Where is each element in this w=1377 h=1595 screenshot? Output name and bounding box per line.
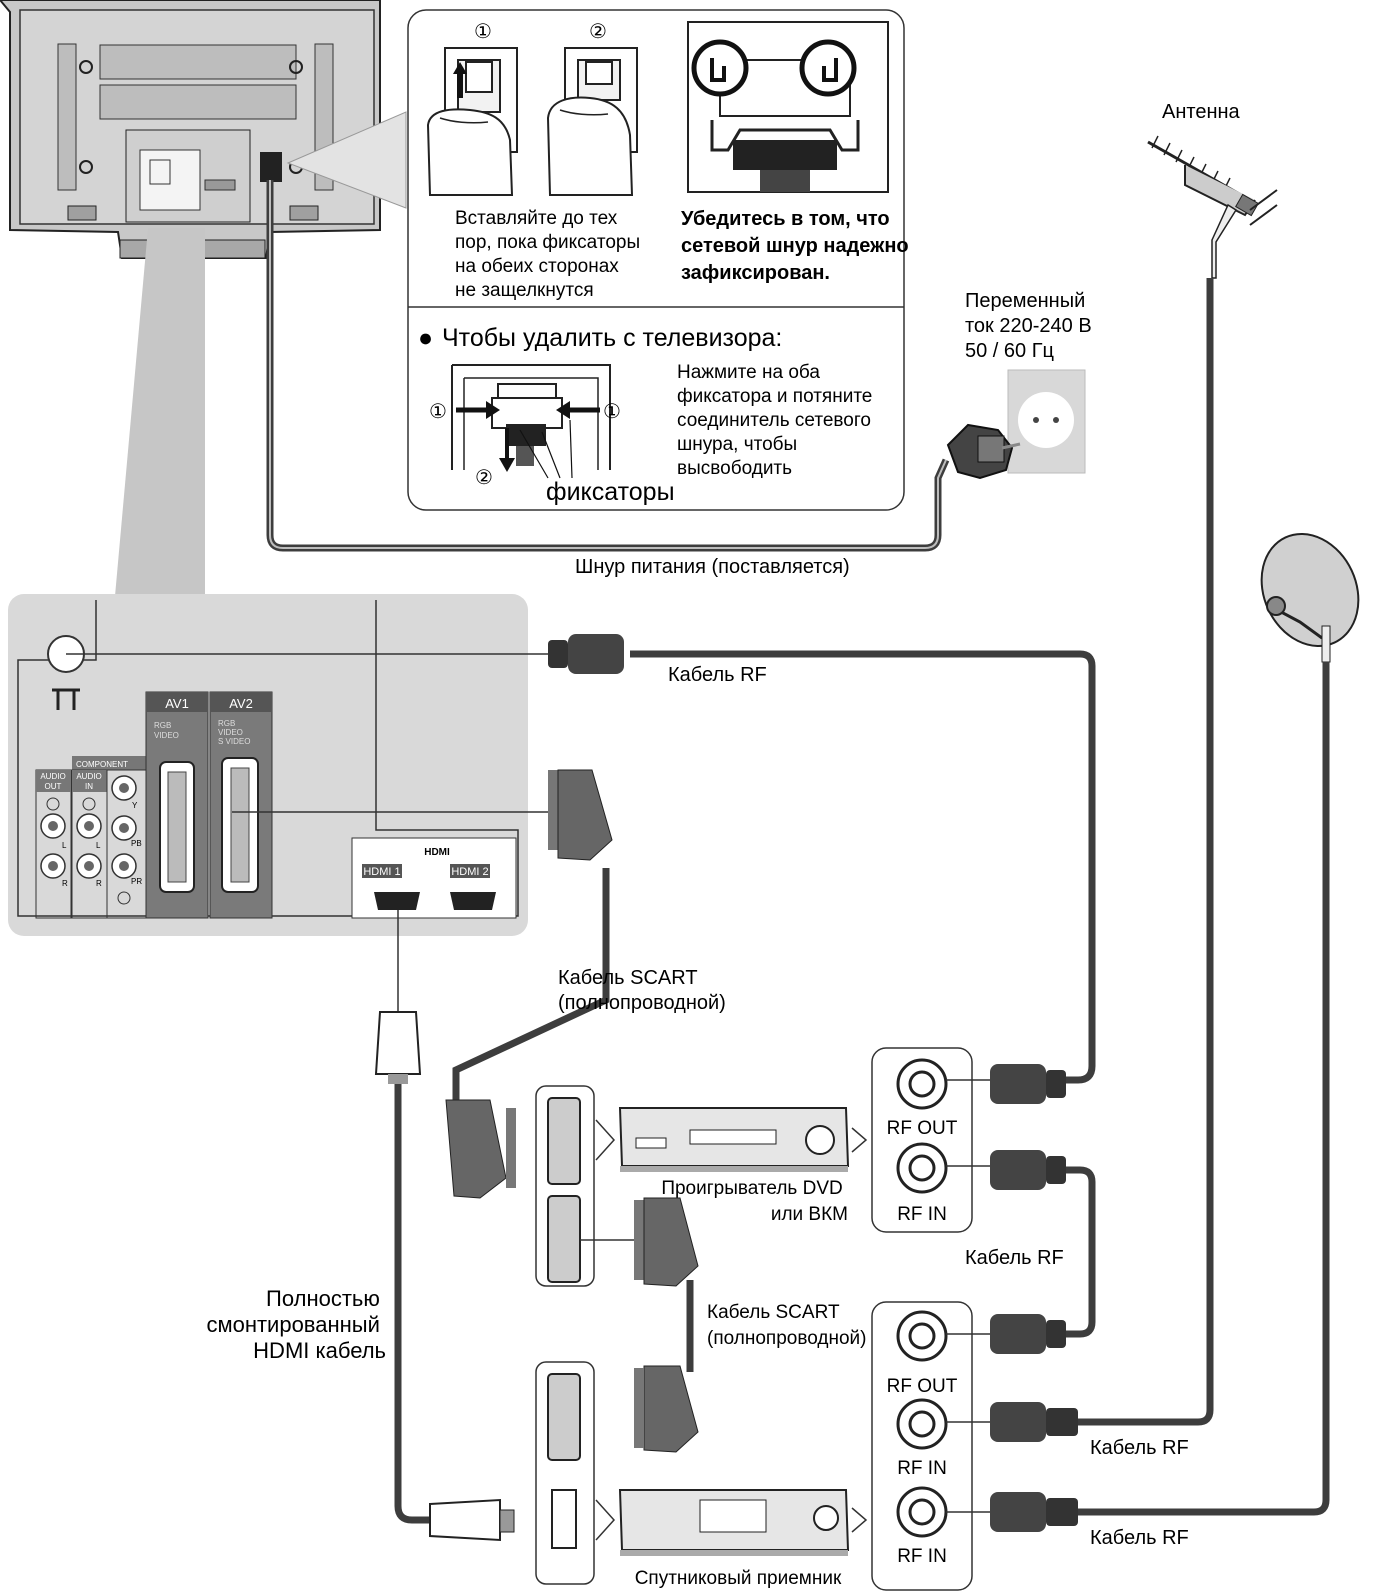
dvd-socket-panel <box>535 1085 616 1287</box>
antenna-label: Антенна <box>1162 101 1241 123</box>
rf-in-1-label: RF IN <box>897 1204 947 1225</box>
comp-y: Y <box>132 801 138 810</box>
secure-note: Убедитесь в том, что сетевой шнур надежн… <box>681 208 914 284</box>
remove-note: Нажмите на оба фиксатора и потяните соед… <box>677 362 878 479</box>
sat-socket-panel <box>535 1361 616 1585</box>
sat-rf-panel <box>871 1301 990 1591</box>
hdmi-cable <box>394 1084 430 1524</box>
hdmi-cable-label: Полностью смонтированный HDMI кабель <box>206 1286 386 1363</box>
av1-label: AV1 <box>165 696 189 711</box>
rf-cable-top-label: Кабель RF <box>668 664 767 686</box>
comp-pr: PR <box>131 877 142 886</box>
scart-plug-sat <box>634 1365 699 1453</box>
component-label: COMPONENT <box>76 760 128 769</box>
hdmi-logo: HDMI <box>424 847 450 858</box>
remove-title: Чтобы удалить с телевизора: <box>442 324 782 352</box>
dvd-player-illustration <box>618 1107 850 1172</box>
scart-cable-top-label: Кабель SCART (полнопроводной) <box>558 967 726 1014</box>
satellite-dish-illustration <box>1260 532 1360 663</box>
comp-pb: PB <box>131 839 142 848</box>
av2-video: VIDEO <box>218 728 243 737</box>
hdmi2-socket <box>450 892 496 910</box>
av1-video: VIDEO <box>154 731 179 740</box>
antenna-terminal-icon <box>52 688 80 710</box>
power-cord-label: Шнур питания (поставляется) <box>575 556 850 578</box>
power-plug <box>946 423 1021 480</box>
audio-in-label-2: IN <box>85 782 93 791</box>
rf-plug-dvd-in <box>990 1150 1066 1190</box>
rf-in-2-label: RF IN <box>897 1458 947 1479</box>
hdmi1-label: HDMI 1 <box>363 866 400 878</box>
remove-connector-illustration <box>451 364 611 479</box>
rf-plug-tv <box>548 634 624 674</box>
remove-bullet: ● <box>418 324 433 352</box>
rf-plug-sat-in-antenna <box>990 1402 1078 1442</box>
insert-note: Вставляйте до тех пор, пока фиксаторы на… <box>455 208 645 301</box>
av2-rgb: RGB <box>218 719 235 728</box>
audio-in-r: R <box>96 879 102 888</box>
audio-out-l: L <box>62 841 67 850</box>
scart-cable-mid-label: Кабель SCART (полнопроводной) <box>707 1302 866 1349</box>
av2-label: AV2 <box>229 696 253 711</box>
hdmi-plug-sat <box>429 1498 515 1542</box>
step1-hand-illustration <box>426 47 518 196</box>
sat-receiver-illustration <box>618 1489 850 1556</box>
tv-back-view <box>0 0 381 259</box>
rf-cable-ant-label: Кабель RF <box>1090 1437 1189 1459</box>
rf-cable-top <box>630 650 1096 1084</box>
step1-number: ① <box>474 21 492 43</box>
rf-out-1-label: RF OUT <box>887 1118 958 1139</box>
av2-svideo: S VIDEO <box>218 737 250 746</box>
remove-step1-right: ① <box>603 401 621 423</box>
scart-cable-top <box>452 868 610 1102</box>
audio-in-label-1: AUDIO <box>76 772 101 781</box>
rf-plug-dvd-out <box>990 1064 1066 1104</box>
rf-plug-sat-out <box>990 1314 1066 1354</box>
scart-plug-tv <box>548 769 613 861</box>
power-cord-callout: ① ② <box>407 9 914 511</box>
hdmi2-label: HDMI 2 <box>451 866 488 878</box>
rf-cable-sat-label: Кабель RF <box>1090 1527 1189 1549</box>
scart-plug-dvd-out <box>634 1197 699 1287</box>
av1-rgb: RGB <box>154 721 171 730</box>
audio-out-label-1: AUDIO <box>40 772 65 781</box>
step2-hand-illustration <box>546 47 638 196</box>
latches-label: фиксаторы <box>546 478 675 506</box>
audio-out-r: R <box>62 879 68 888</box>
dvd-player-label: Проигрыватель DVD или ВКМ <box>661 1178 848 1225</box>
rf-plug-sat-in-dish <box>990 1492 1078 1532</box>
audio-in-l: L <box>96 841 101 850</box>
sat-receiver-label: Спутниковый приемник <box>635 1568 842 1589</box>
antenna-cable <box>1078 278 1214 1426</box>
rf-cable-mid <box>1066 1166 1096 1338</box>
antenna-illustration: Антенна <box>1147 101 1278 279</box>
wall-socket <box>1007 369 1086 474</box>
step2-number: ② <box>589 21 607 43</box>
audio-out-label-2: OUT <box>45 782 62 791</box>
mains-label: Переменный ток 220-240 В 50 / 60 Гц <box>965 290 1097 362</box>
remove-step1-left: ① <box>429 401 447 423</box>
callout-pointer <box>286 111 407 209</box>
remove-step2: ② <box>475 467 493 489</box>
dvd-rf-panel <box>871 1047 990 1233</box>
rf-out-2-label: RF OUT <box>887 1376 958 1397</box>
rf-cable-mid-label: Кабель RF <box>965 1247 1064 1269</box>
zoom-cone <box>115 228 205 596</box>
hdmi-plug-tv <box>374 1011 422 1084</box>
rf-in-3-label: RF IN <box>897 1546 947 1567</box>
hdmi1-socket <box>374 892 420 910</box>
satellite-cable <box>1078 662 1330 1516</box>
secure-connector-illustration <box>687 21 889 193</box>
scart-plug-dvd <box>445 1099 516 1199</box>
tv-connector-panel: AUDIO OUT L R COMPONENT AUDIO IN L R Y P… <box>8 594 528 936</box>
